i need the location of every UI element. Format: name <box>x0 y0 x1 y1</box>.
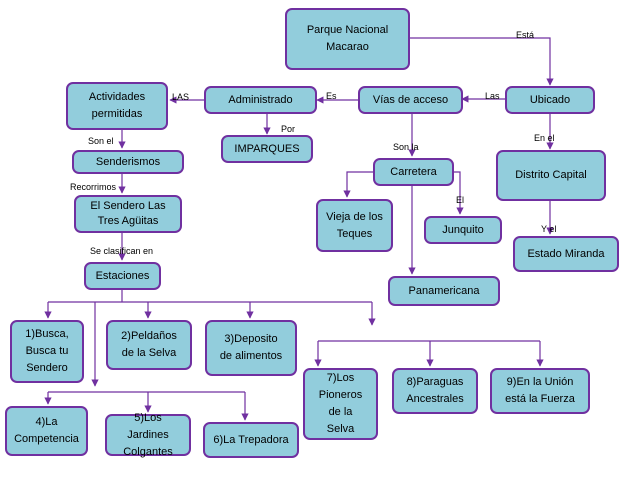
label-es: Es <box>326 91 337 101</box>
node-panamericana: Panamericana <box>388 276 500 306</box>
node-estacion-3: 3)Deposito de alimentos <box>205 320 297 376</box>
node-estacion-8: 8)Paraguas Ancestrales <box>392 368 478 414</box>
node-administrado: Administrado <box>204 86 317 114</box>
label-y-el: Y el <box>541 224 557 234</box>
node-estacion-5: 5)Los Jardines Colgantes <box>105 412 191 458</box>
label-por: Por <box>281 124 296 134</box>
node-senderismos: Senderismos <box>72 150 184 174</box>
node-junquito: Junquito <box>424 216 502 244</box>
node-estaciones: Estaciones <box>84 262 161 290</box>
node-distrito-capital: Distrito Capital <box>496 150 606 201</box>
node-el-sendero: El Sendero Las Tres Agüitas <box>74 195 182 233</box>
node-imparques: IMPARQUES <box>221 135 313 163</box>
node-estacion-1: 1)Busca, Busca tu Sendero <box>10 320 84 383</box>
node-ubicado: Ubicado <box>505 86 595 114</box>
connector-carretera-vieja <box>343 171 373 198</box>
connector-carretera-junquito <box>454 171 464 215</box>
label-son-la: Son la <box>393 142 419 152</box>
label-esta: Está <box>516 30 535 40</box>
label-en-el: En el <box>534 133 555 143</box>
node-vieja-de-los-teques: Vieja de los Teques <box>316 199 393 252</box>
node-parque-nacional: Parque Nacional Macarao <box>285 8 410 70</box>
node-estacion-7: 7)Los Pioneros de la Selva <box>303 368 378 440</box>
node-estado-miranda: Estado Miranda <box>513 236 619 272</box>
node-estacion-4: 4)La Competencia <box>5 406 88 456</box>
node-estacion-6: 6)La Trepadora <box>203 422 299 458</box>
node-actividades-permitidas: Actividades permitidas <box>66 82 168 130</box>
label-las-1: Las <box>485 91 500 101</box>
connector-parque-ubicado <box>410 37 554 86</box>
node-vias-de-acceso: Vías de acceso <box>358 86 463 114</box>
label-las-2: LAS <box>172 92 190 102</box>
node-estacion-9: 9)En la Unión está la Fuerza <box>490 368 590 414</box>
node-carretera: Carretera <box>373 158 454 186</box>
label-recorrimos: Recorrimos <box>70 182 117 192</box>
label-el: El <box>456 195 465 205</box>
label-son-el: Son el <box>88 136 114 146</box>
label-se-clasifican-en: Se clasifican en <box>90 246 154 256</box>
node-estacion-2: 2)Peldaños de la Selva <box>106 320 192 370</box>
